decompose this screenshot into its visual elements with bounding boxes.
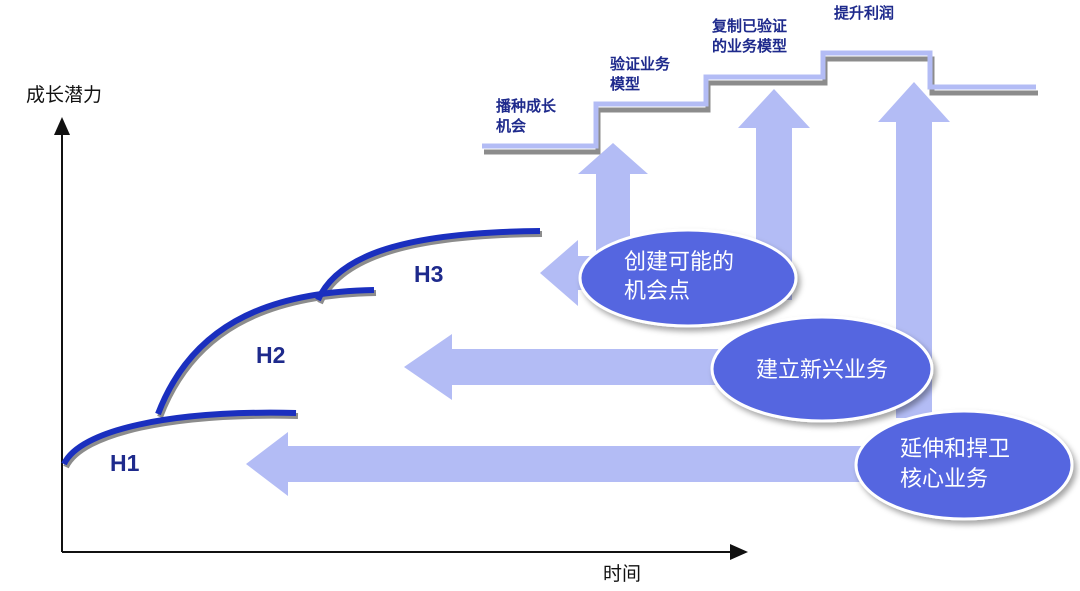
- ellipse-create-opportunities: [578, 228, 798, 328]
- ellipse-3-line1: 延伸和捍卫: [900, 437, 1010, 462]
- left-arrow-2: [404, 334, 728, 400]
- step-label-3-line1: 复制已验证: [711, 17, 787, 35]
- ellipse-1-line1: 创建可能的: [624, 250, 734, 275]
- h2-label: H2: [256, 342, 285, 368]
- y-axis-label: 成长潜力: [26, 84, 102, 106]
- h1-curve: [61, 409, 297, 466]
- step-label-1-line2: 机会: [496, 117, 526, 135]
- h2-curve: [155, 287, 375, 416]
- step-line: [482, 50, 1036, 149]
- h2-curve-shadow: [157, 290, 377, 419]
- left-arrow-3: [246, 432, 870, 496]
- step-label-3-line2: 的业务模型: [712, 37, 787, 55]
- ellipse-extend-core-business: [854, 409, 1074, 521]
- ellipse-2-line1: 建立新兴业务: [756, 358, 888, 383]
- h3-curve: [315, 228, 541, 302]
- ellipse-3-line2: 核心业务: [900, 467, 988, 492]
- ellipse-build-emerging-business: [710, 315, 934, 423]
- up-arrow-1: [578, 143, 648, 262]
- step-label-1-line1: 播种成长: [496, 97, 557, 115]
- h1-label: H1: [110, 450, 140, 476]
- h1-curve-shadow: [63, 412, 299, 469]
- h3-label: H3: [414, 261, 443, 287]
- h3-curve-shadow: [317, 231, 543, 305]
- x-axis-label: 时间: [603, 563, 641, 585]
- step-label-2-line1: 验证业务: [610, 55, 671, 73]
- step-label-4-line1: 提升利润: [834, 4, 894, 22]
- step-label-2-line2: 模型: [610, 75, 640, 93]
- ellipse-1-line2: 机会点: [624, 279, 690, 304]
